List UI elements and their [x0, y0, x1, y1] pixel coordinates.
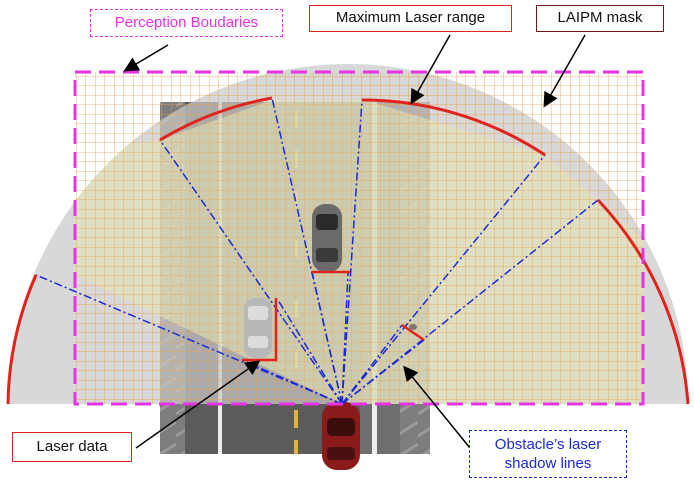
laser-hit [242, 298, 278, 362]
shadow-line [35, 274, 343, 405]
obstacle-car-icon [244, 298, 272, 358]
shadow-line [341, 271, 349, 405]
shadow-lines-label: Obstacle’s laser shadow lines [469, 430, 627, 478]
maximum-laser-range-label: Maximum Laser range [309, 5, 512, 32]
shadow-lines [35, 97, 599, 405]
shadow-line [159, 139, 343, 405]
laipm-mask [75, 72, 643, 404]
obstacle-car-icon [312, 204, 342, 272]
obstacle-small-object-icon [409, 324, 417, 330]
shadow-lines-label-line2: shadow lines [504, 455, 592, 472]
shadow-lines-label-line1: Obstacle’s laser [494, 436, 602, 453]
arrow-icon [123, 44, 169, 72]
shadow-line [341, 324, 403, 405]
arrow-icon [410, 34, 451, 105]
arrow-icon [403, 365, 471, 449]
laser-data-label: Laser data [12, 432, 132, 462]
laser-hit [401, 323, 425, 342]
ego-car-icon [322, 402, 360, 470]
shadow-line [277, 299, 343, 405]
laipm-mask-label: LAIPM mask [536, 5, 664, 32]
arrow-icon [543, 34, 586, 108]
perception-boundary [73, 70, 645, 406]
range-arc [159, 96, 273, 142]
arrow-icon [135, 360, 261, 449]
range-arc [596, 198, 690, 405]
laser-range-arcs [6, 96, 690, 405]
laser-data [242, 270, 425, 362]
shadow-line [341, 99, 363, 405]
range-arc [6, 274, 38, 405]
callout-arrows [123, 34, 586, 449]
perception-boundaries-label: Perception Boudaries [90, 9, 283, 37]
shadow-line [311, 271, 343, 405]
shadow-line [341, 339, 425, 405]
range-arc [361, 98, 546, 157]
shadow-line [341, 154, 546, 405]
